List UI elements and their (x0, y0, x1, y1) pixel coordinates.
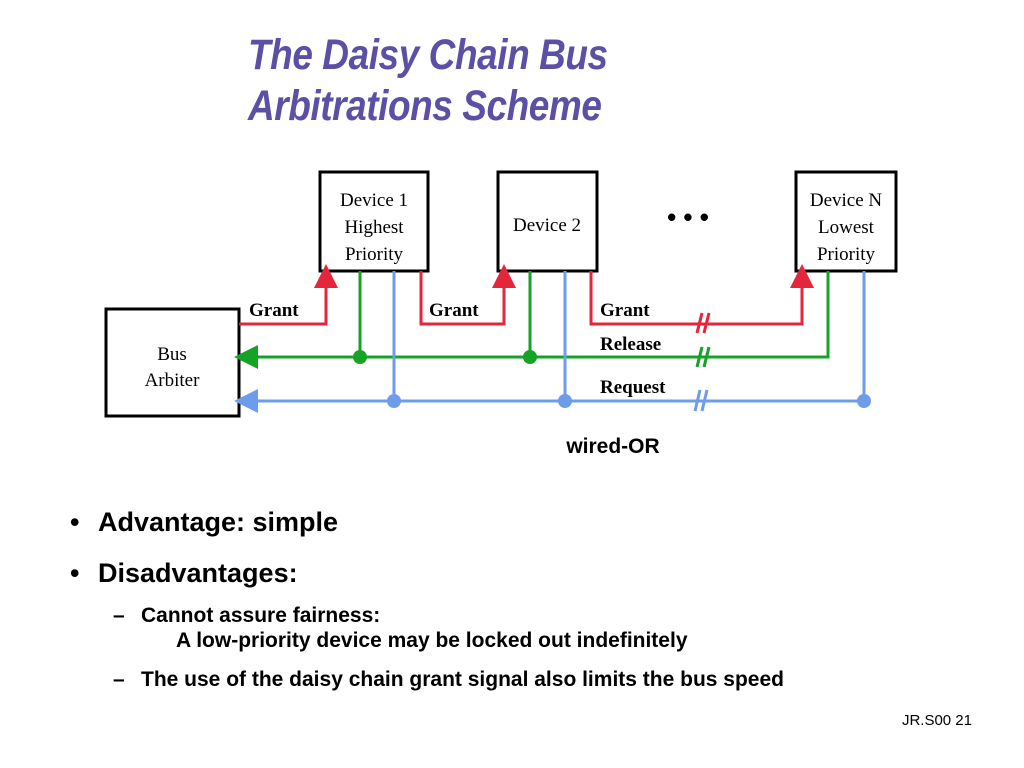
request-signal-lines (234, 271, 866, 413)
sub-bullet-fairness-line-2: A low-priority device may be locked out … (176, 629, 688, 652)
ellipsis-dots: • • • (667, 202, 709, 232)
bus-arbiter-label-line-2: Arbiter (145, 370, 201, 391)
device-1-label-line-2: Highest (344, 217, 404, 238)
request-junction-dot-3 (857, 394, 871, 408)
sub-bullet-fairness: Cannot assure fairness: A low-priority d… (113, 603, 784, 653)
title-line-1: The Daisy Chain Bus (248, 31, 608, 79)
bullet-disadvantages: Disadvantages: (70, 556, 338, 590)
request-junction-dot-1 (387, 394, 401, 408)
device-n-label-line-2: Lowest (818, 217, 875, 238)
bus-arbiter-box (104, 307, 241, 418)
sub-bullet-fairness-line-1: Cannot assure fairness: (141, 604, 381, 627)
bullet-list: Advantage: simple Disadvantages: (70, 505, 338, 607)
grant-signal-lines (239, 264, 814, 326)
device-n-label-line-1: Device N (810, 190, 883, 211)
release-junction-dot-1 (353, 350, 367, 364)
device-2-label: Device 2 (513, 215, 581, 236)
request-break-mark (693, 389, 709, 412)
slide-footer: JR.S00 21 (901, 712, 972, 729)
release-break-mark (695, 346, 711, 368)
sub-bullet-bus-speed: The use of the daisy chain grant signal … (113, 667, 784, 692)
bullet-advantage: Advantage: simple (70, 505, 338, 539)
device-1-box (318, 170, 430, 273)
grant-label-3: Grant (600, 300, 650, 321)
release-signal-lines (234, 271, 830, 369)
sub-bullet-list: Cannot assure fairness: A low-priority d… (113, 603, 784, 706)
grant-label-1: Grant (249, 300, 299, 321)
device-n-box (794, 170, 898, 273)
bus-arbiter-label-line-1: Bus (157, 344, 187, 365)
release-junction-dot-2 (523, 350, 537, 364)
request-junction-dot-2 (558, 394, 572, 408)
device-n-label-line-3: Priority (817, 244, 876, 265)
slide-title: The Daisy Chain Bus Arbitrations Scheme (248, 30, 608, 132)
device-2-box (496, 170, 599, 273)
release-label: Release (600, 334, 661, 355)
title-line-2: Arbitrations Scheme (248, 82, 602, 130)
device-1-label-line-3: Priority (345, 244, 404, 265)
grant-label-2: Grant (429, 300, 479, 321)
sub-bullet-bus-speed-text: The use of the daisy chain grant signal … (141, 668, 784, 691)
request-label: Request (600, 377, 666, 398)
wired-or-label: wired-OR (565, 435, 659, 458)
device-1-label-line-1: Device 1 (340, 190, 408, 211)
grant-break-mark (695, 312, 711, 334)
